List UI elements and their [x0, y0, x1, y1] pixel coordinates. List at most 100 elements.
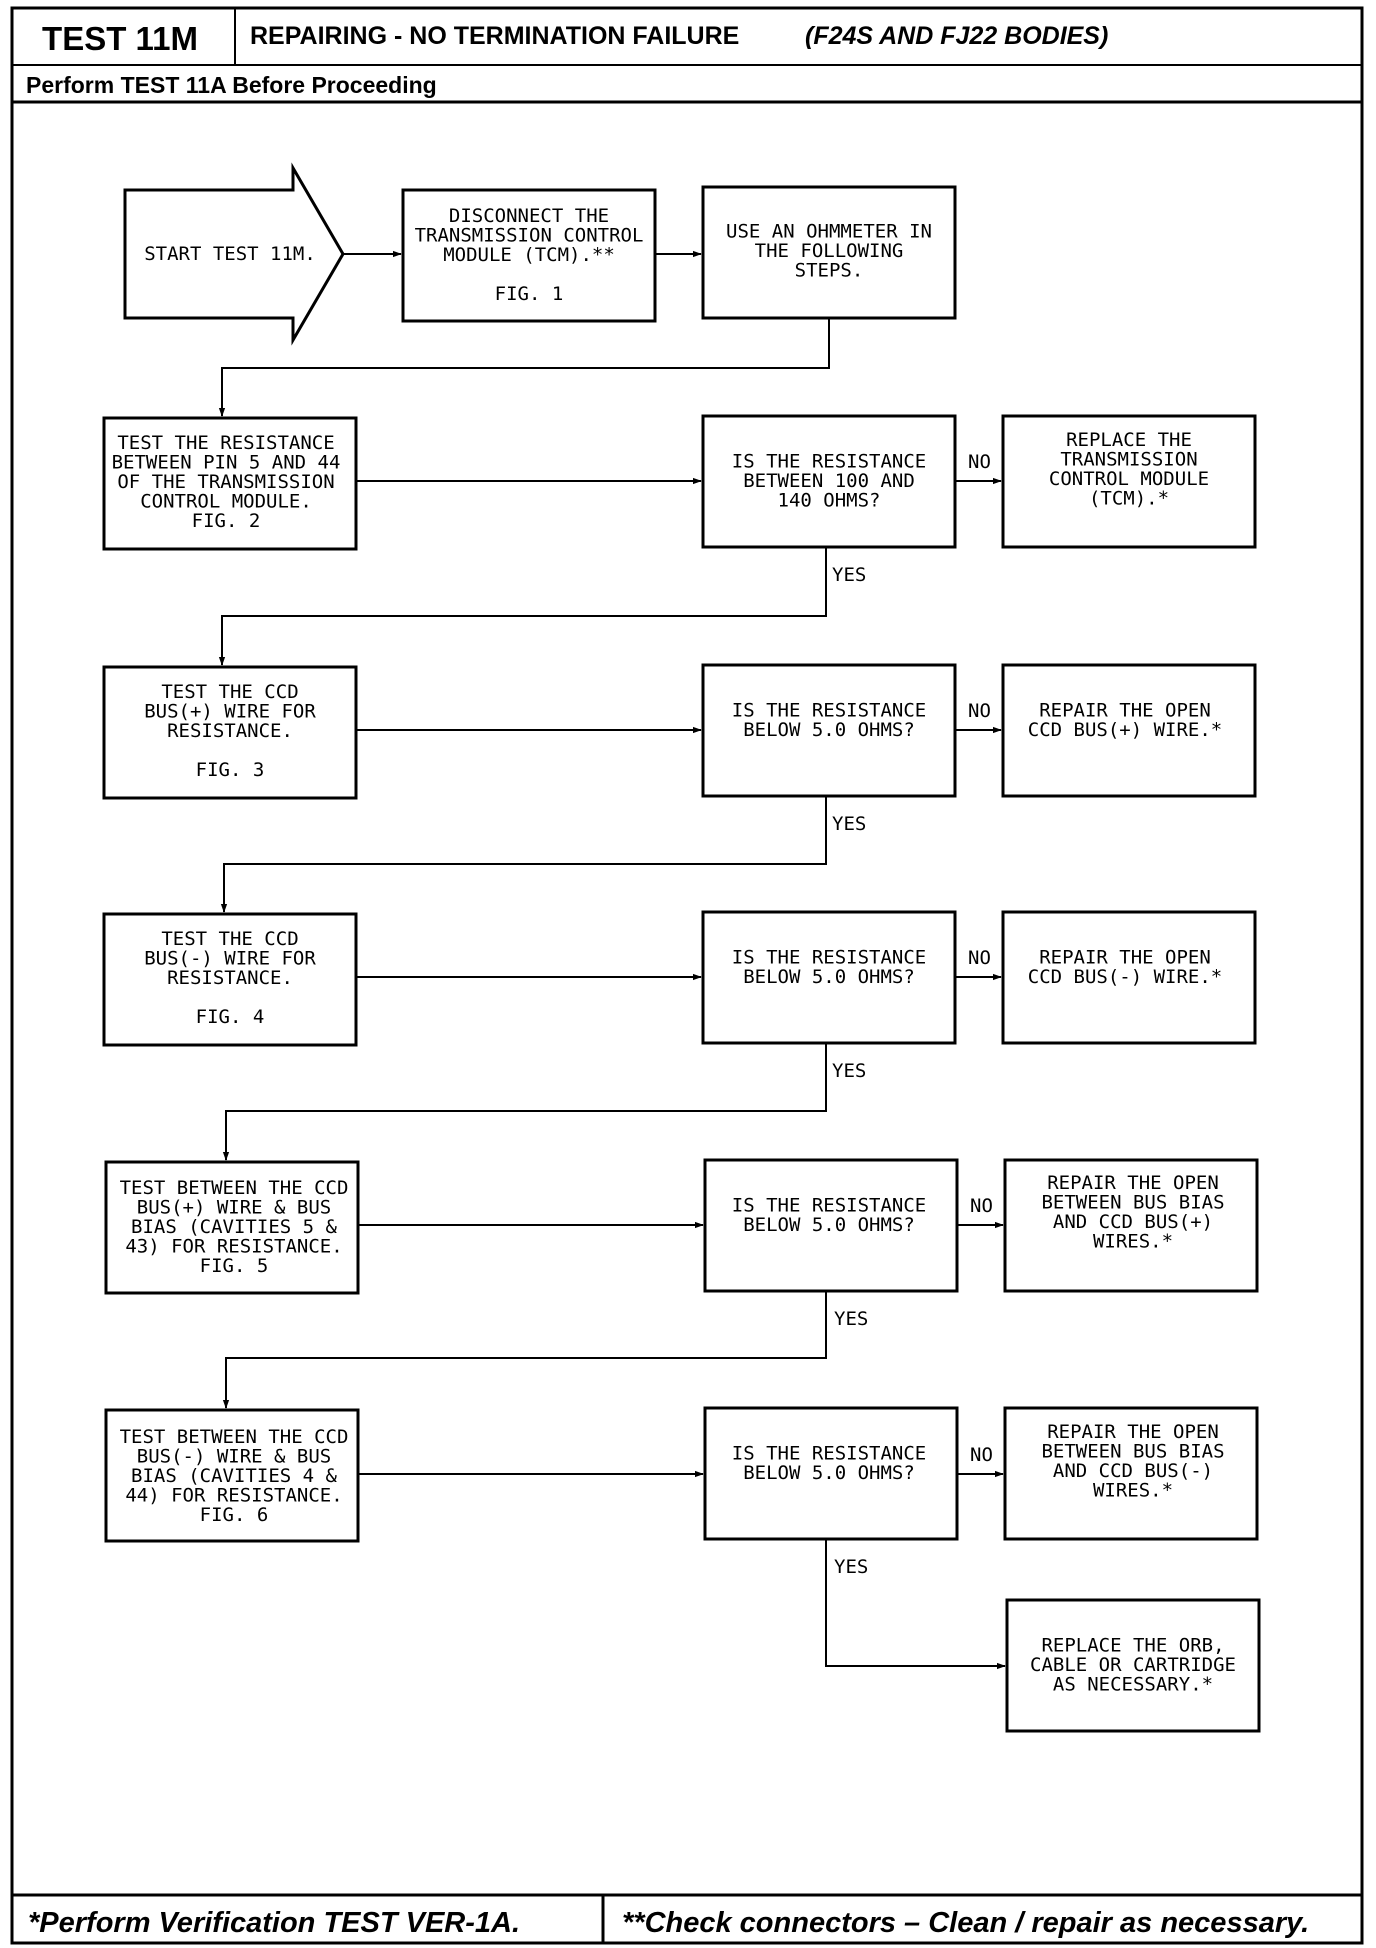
yes-label-4: YES — [834, 1308, 868, 1330]
no-label-1: NO — [968, 451, 991, 473]
connectors — [218, 250, 1006, 1670]
box-text-line: REPAIR THE OPEN — [1047, 1421, 1219, 1443]
box-text-line: IS THE RESISTANCE — [732, 699, 926, 721]
box-text-line: AND CCD BUS(-) — [1053, 1460, 1213, 1482]
action-repair-bias-minus-box — [1003, 1406, 1259, 1541]
box-text-line: FIG. 3 — [196, 759, 265, 781]
no-label-3: NO — [968, 947, 991, 969]
box-text-line: BETWEEN BUS BIAS — [1041, 1191, 1224, 1213]
box-text-line: USE AN OHMMETER IN — [726, 221, 932, 243]
box-text-line: BELOW 5.0 OHMS? — [743, 966, 915, 988]
test-resistance-pin5-44-box — [102, 416, 358, 551]
box-text-line: BUS(+) WIRE & BUS — [137, 1197, 331, 1219]
box-text-line: FIG. 6 — [200, 1504, 269, 1526]
box-text-line: BELOW 5.0 OHMS? — [743, 1214, 915, 1236]
box-text-line: BIAS (CAVITIES 4 & — [131, 1465, 337, 1487]
box-text-line: CCD BUS(-) WIRE.* — [1028, 966, 1222, 988]
test-bus-minus-bias-box — [104, 1408, 360, 1543]
box-text-line: REPLACE THE ORB, — [1041, 1635, 1224, 1657]
test-bus-plus-bias-box — [104, 1160, 360, 1295]
box-text-line: 140 OHMS? — [778, 490, 881, 512]
box-text-line: FIG. 5 — [200, 1255, 269, 1277]
box-text-line: MODULE (TCM).** — [443, 244, 615, 266]
yes-label-2: YES — [832, 813, 866, 835]
box-text-line: CCD BUS(+) WIRE.* — [1028, 719, 1222, 741]
no-label-2: NO — [968, 700, 991, 722]
action-repair-bus-plus-box — [1001, 663, 1257, 798]
test-ccd-bus-minus-box — [102, 912, 358, 1047]
box-text-line: TRANSMISSION — [1060, 448, 1197, 470]
box-text-line: IS THE RESISTANCE — [732, 451, 926, 473]
box-text-line: BUS(-) WIRE FOR — [144, 948, 316, 970]
start-shape — [123, 162, 345, 346]
yes-label-3: YES — [832, 1060, 866, 1082]
prerequisite-note: Perform TEST 11A Before Proceeding — [26, 72, 437, 98]
box-text-line: REPAIR THE OPEN — [1039, 699, 1211, 721]
box-text-line: RESISTANCE. — [167, 967, 293, 989]
start-label: START TEST 11M. — [144, 243, 316, 265]
box-text-line: REPAIR THE OPEN — [1047, 1172, 1219, 1194]
box-text-line: REPAIR THE OPEN — [1039, 946, 1211, 968]
yes-label-1: YES — [832, 564, 866, 586]
box-text-line: STEPS. — [795, 260, 864, 282]
footnote-verification: *Perform Verification TEST VER-1A. — [28, 1907, 520, 1939]
box-text-line: START TEST 11M. — [144, 243, 316, 265]
box-text-line: TRANSMISSION CONTROL — [415, 225, 644, 247]
bodies-note: (F24S AND FJ22 BODIES) — [805, 22, 1108, 50]
test-ccd-bus-plus-box — [102, 665, 358, 800]
footnote-connectors: **Check connectors – Clean / repair as n… — [622, 1907, 1309, 1939]
page-frame — [10, 6, 1364, 1945]
box-text-line: CONTROL MODULE. — [140, 491, 312, 513]
box-text-line: FIG. 1 — [495, 283, 564, 305]
box-text-line: IS THE RESISTANCE — [732, 1442, 926, 1464]
box-text-line: WIRES.* — [1093, 1230, 1173, 1252]
box-text-line: BELOW 5.0 OHMS? — [743, 1462, 915, 1484]
box-text-line: RESISTANCE. — [167, 720, 293, 742]
box-text-line: TEST THE CCD — [161, 928, 298, 950]
box-text-line: FIG. 2 — [192, 510, 261, 532]
box-text-line: BUS(-) WIRE & BUS — [137, 1446, 331, 1468]
box-text-line: CONTROL MODULE — [1049, 468, 1209, 490]
box-text-line: IS THE RESISTANCE — [732, 946, 926, 968]
box-text-line: TEST THE CCD — [161, 681, 298, 703]
box-text-line: TEST BETWEEN THE CCD — [120, 1177, 349, 1199]
box-text-line: REPLACE THE — [1066, 429, 1192, 451]
box-text-line: CABLE OR CARTRIDGE — [1030, 1654, 1236, 1676]
box-text-line: WIRES.* — [1093, 1479, 1173, 1501]
box-text-line: BUS(+) WIRE FOR — [144, 701, 316, 723]
no-label-4: NO — [970, 1195, 993, 1217]
box-text-line: AS NECESSARY.* — [1053, 1674, 1213, 1696]
box-text-line: BETWEEN PIN 5 AND 44 — [112, 452, 341, 474]
box-text-line: TEST THE RESISTANCE — [117, 432, 334, 454]
box-text-line: AND CCD BUS(+) — [1053, 1211, 1213, 1233]
box-text-line: IS THE RESISTANCE — [732, 1194, 926, 1216]
box-text-line: 43) FOR RESISTANCE. — [125, 1236, 342, 1258]
action-replace-orb-box — [1005, 1598, 1261, 1733]
box-text-line: BELOW 5.0 OHMS? — [743, 719, 915, 741]
box-text-line: FIG. 4 — [196, 1006, 265, 1028]
box-text-line: THE FOLLOWING — [755, 240, 904, 262]
action-repair-bus-minus-box — [1001, 910, 1257, 1045]
test-id: TEST 11M — [42, 20, 198, 57]
box-text-line: DISCONNECT THE — [449, 205, 609, 227]
action-replace-tcm-box — [1001, 414, 1257, 549]
action-repair-bias-plus-box — [1003, 1158, 1259, 1293]
box-text-line: BETWEEN BUS BIAS — [1041, 1440, 1224, 1462]
